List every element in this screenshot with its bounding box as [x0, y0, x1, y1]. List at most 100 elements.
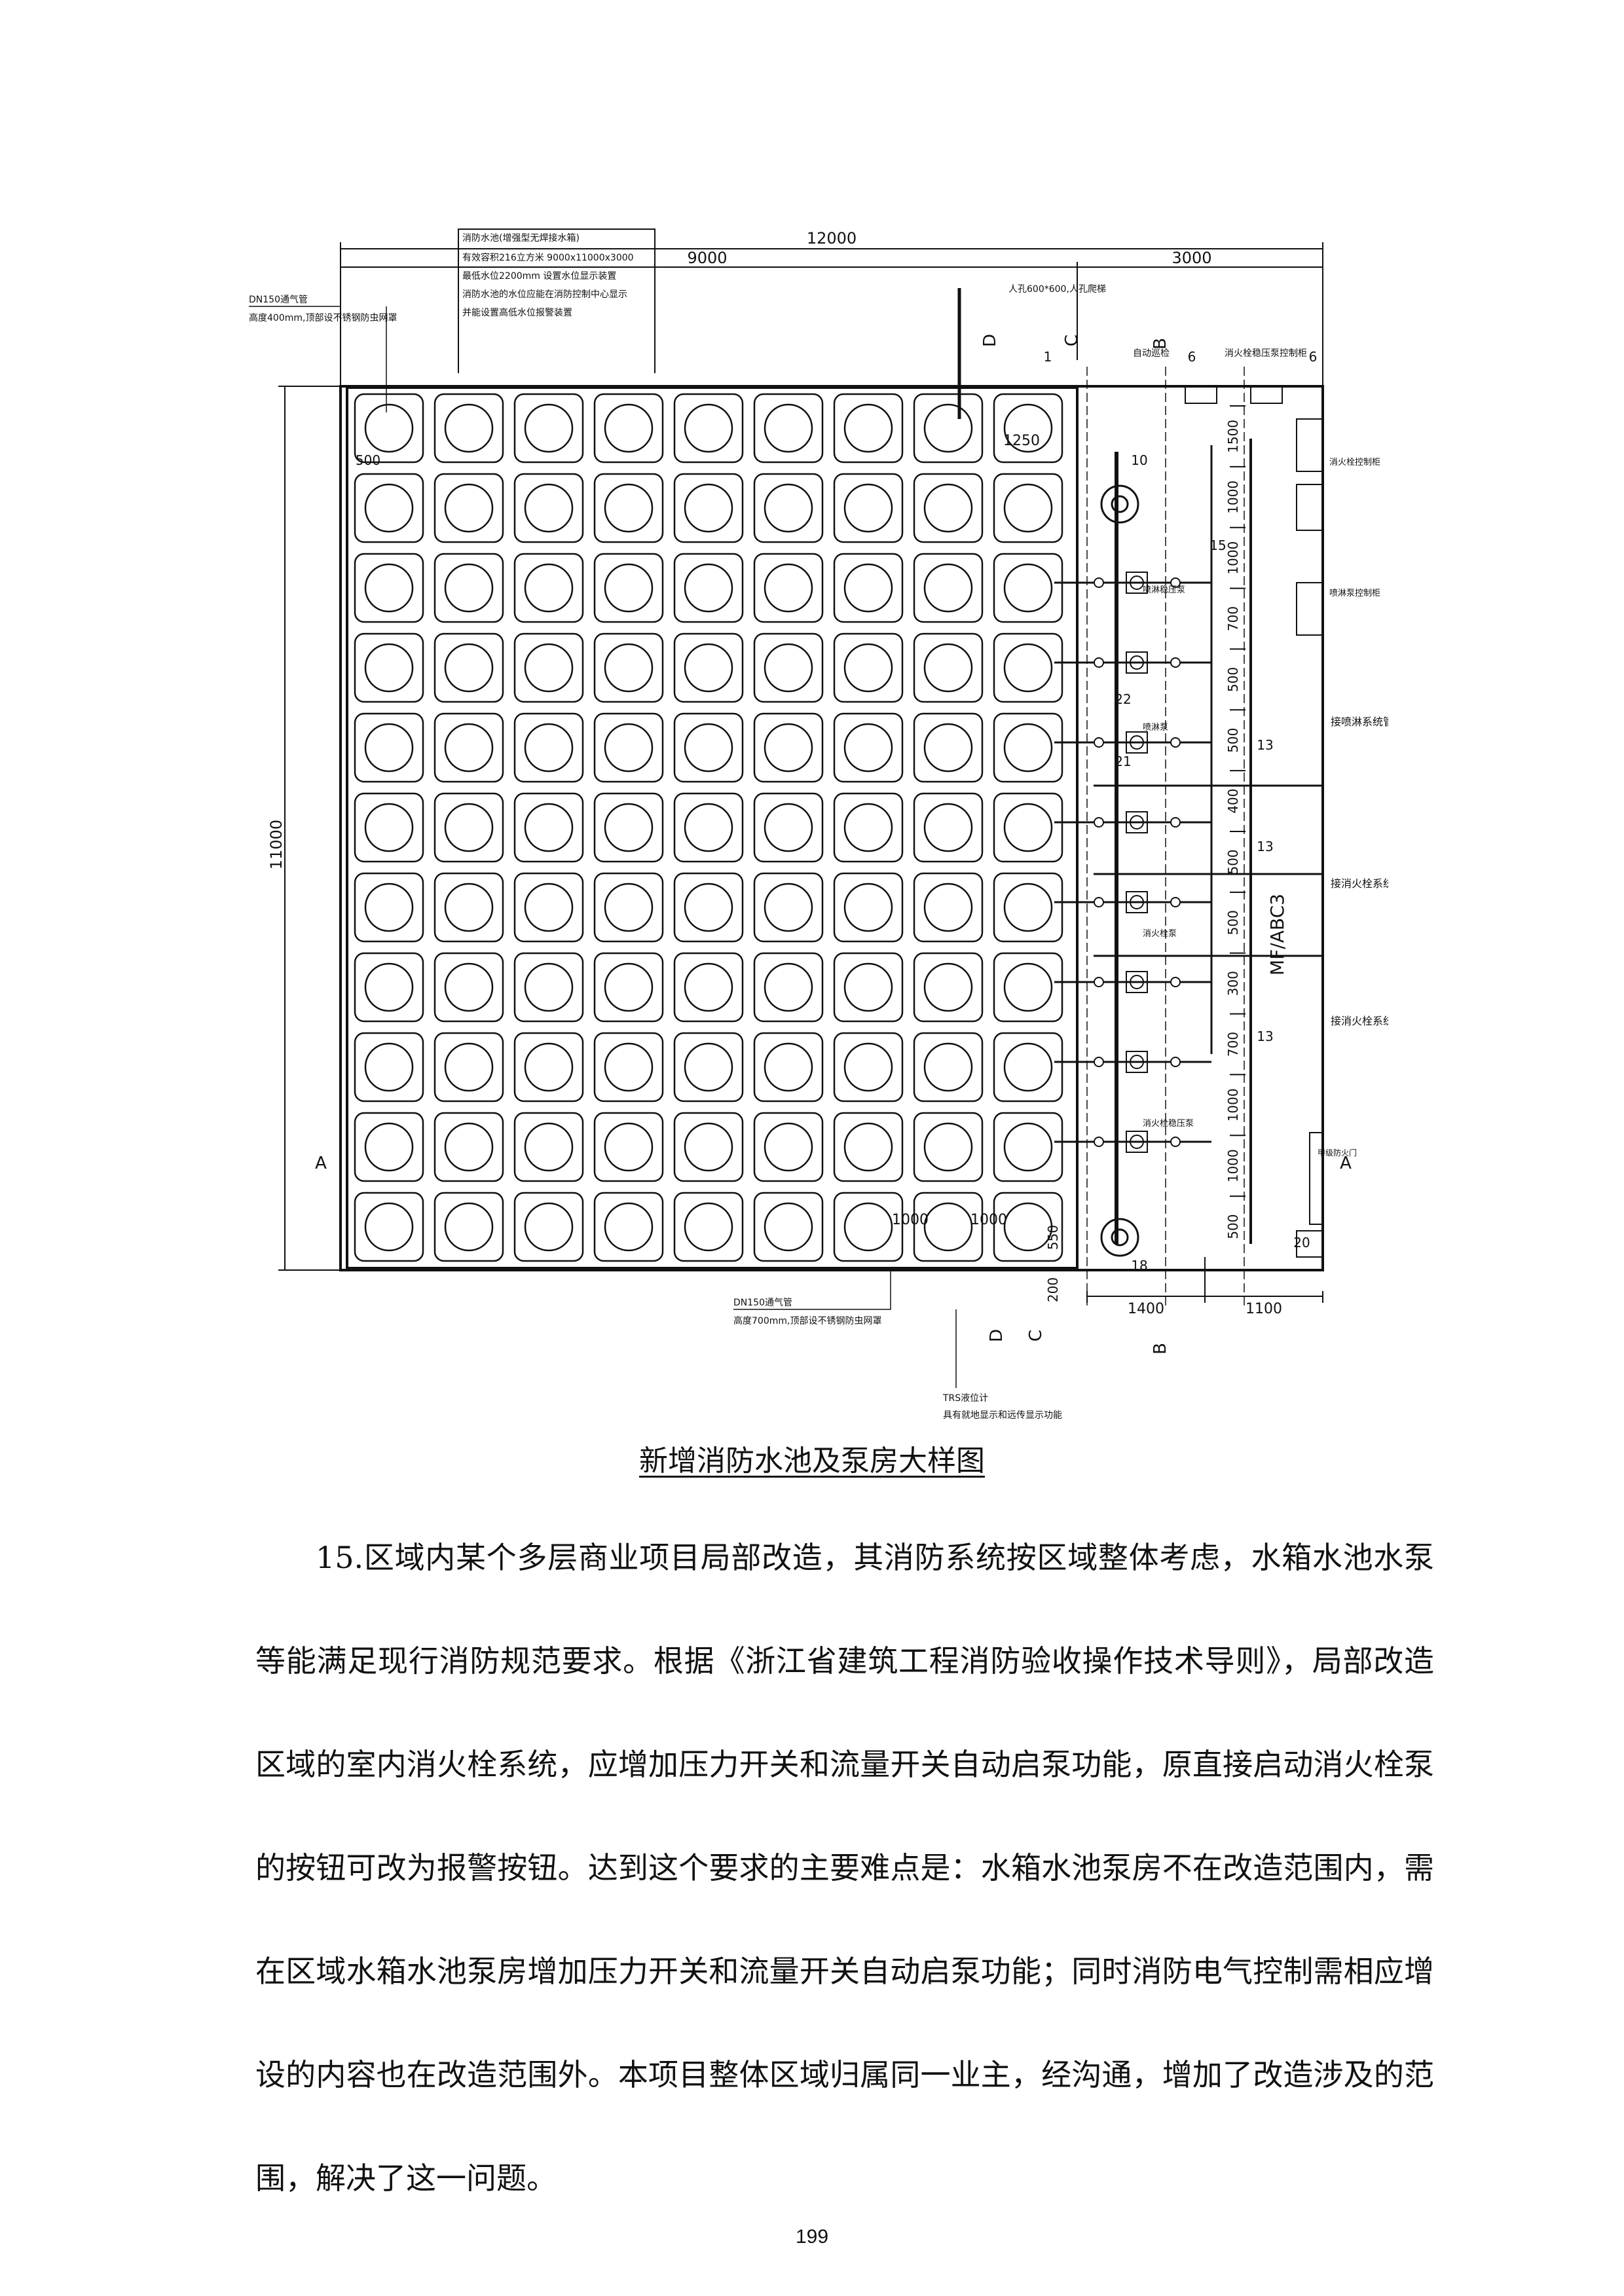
tank-module — [913, 473, 984, 543]
tank-module — [913, 1112, 984, 1182]
tank-module — [753, 792, 824, 863]
pump-unit — [1054, 1131, 1211, 1153]
dim-1000: 1000 — [970, 1212, 1007, 1228]
tank-module — [913, 712, 984, 783]
tank-module — [513, 632, 584, 703]
stack-dimension-label: 500 — [1225, 910, 1241, 935]
tank-module — [753, 473, 824, 543]
tank-module — [833, 473, 904, 543]
tank-module — [513, 393, 584, 464]
tank-module — [354, 553, 424, 623]
axis-label-c: C — [1062, 335, 1082, 346]
stack-dimension-label: 1000 — [1225, 1088, 1241, 1121]
tank-module — [513, 553, 584, 623]
pool-note-line: 并能设置高低水位报警装置 — [462, 307, 572, 318]
pump-label: 喷淋稳压泵 — [1143, 585, 1185, 595]
tank-module — [354, 952, 424, 1023]
tank-module — [993, 792, 1063, 863]
stack-dimension-label: 500 — [1225, 728, 1241, 753]
dim-1250: 1250 — [1003, 433, 1040, 449]
pump-unit — [1054, 1051, 1211, 1073]
stack-dimension-label: 1000 — [1225, 481, 1241, 514]
tank-module — [833, 952, 904, 1023]
dim-500: 500 — [356, 452, 380, 468]
pool-note-line: 消防水池的水位应能在消防控制中心显示 — [462, 289, 627, 300]
dim-pump-room-width: 3000 — [1172, 249, 1211, 267]
tank-module — [673, 712, 744, 783]
pump-unit — [1054, 731, 1211, 754]
stack-dimension-label: 700 — [1225, 606, 1241, 631]
dim-pool-width: 9000 — [687, 249, 727, 267]
tank-module — [513, 1192, 584, 1262]
trs-note: 具有就地显示和远传显示功能 — [943, 1410, 1062, 1421]
tank-module — [673, 1112, 744, 1182]
tank-module — [593, 1032, 664, 1102]
callout-10: 10 — [1131, 452, 1147, 468]
stack-dimension-label: 1000 — [1225, 1149, 1241, 1182]
pump-unit — [1054, 811, 1211, 833]
figure-caption: 新增消防水池及泵房大样图 — [639, 1444, 985, 1478]
extinguisher-label: MF/ABC3 — [1266, 894, 1288, 975]
stack-dimension-label: 1500 — [1225, 420, 1241, 453]
tank-module — [354, 712, 424, 783]
cabinet-label: 自动巡检 — [1133, 348, 1170, 359]
tank-module — [434, 473, 504, 543]
tank-module — [753, 872, 824, 943]
tank-module — [513, 473, 584, 543]
tank-module — [593, 393, 664, 464]
tank-module — [354, 632, 424, 703]
axis-label-a: A — [315, 1154, 327, 1173]
tank-module — [593, 712, 664, 783]
tank-module — [993, 1112, 1063, 1182]
vent-note-top: 高度400mm,顶部设不锈钢防虫网罩 — [249, 312, 397, 323]
tank-module — [354, 1032, 424, 1102]
tank-module — [354, 1112, 424, 1182]
tank-module — [513, 1112, 584, 1182]
tank-module — [673, 952, 744, 1023]
tank-module — [593, 632, 664, 703]
tank-module — [354, 393, 424, 464]
tank-module — [354, 792, 424, 863]
tank-module — [513, 952, 584, 1023]
tank-module — [993, 1192, 1063, 1262]
tank-module — [913, 1032, 984, 1102]
dim-pump-band-1: 1400 — [1128, 1301, 1164, 1317]
tank-module — [593, 473, 664, 543]
tank-module — [434, 1192, 504, 1262]
pipe-label: 接消火栓系统管网 — [1331, 877, 1388, 890]
vent-note-bottom: 高度700mm,顶部设不锈钢防虫网罩 — [733, 1315, 881, 1326]
tank-module — [913, 553, 984, 623]
tank-module — [833, 632, 904, 703]
tank-module — [753, 1032, 824, 1102]
tank-module — [593, 872, 664, 943]
dim-550: 550 — [1045, 1225, 1061, 1250]
tank-module — [513, 712, 584, 783]
tank-module — [993, 712, 1063, 783]
tank-module — [993, 872, 1063, 943]
tank-module — [993, 553, 1063, 623]
trs-note: TRS液位计 — [942, 1393, 988, 1404]
callout-6: 6 — [1309, 349, 1318, 365]
cabinet-label: 消火栓稳压泵控制柜 — [1225, 348, 1307, 359]
tank-module — [913, 792, 984, 863]
tank-module — [993, 952, 1063, 1023]
tank-module — [753, 952, 824, 1023]
callout-13: 13 — [1257, 839, 1273, 854]
page-number: 199 — [795, 2226, 829, 2248]
callout-20: 20 — [1293, 1235, 1310, 1250]
tank-module — [593, 553, 664, 623]
dim-1000: 1000 — [892, 1212, 929, 1228]
tank-module — [434, 792, 504, 863]
tank-module — [354, 473, 424, 543]
fire-pool-pump-room-drawing: 1500100010007005005004005005003007001000… — [249, 228, 1388, 1421]
tank-module — [593, 1112, 664, 1182]
tank-module — [833, 1192, 904, 1262]
pump-label: 消火栓稳压泵 — [1143, 1118, 1194, 1129]
tank-module — [354, 872, 424, 943]
stack-dimension-label: 700 — [1225, 1032, 1241, 1057]
callout-13: 13 — [1257, 737, 1273, 753]
dim-pool-height: 11000 — [267, 820, 286, 869]
callout-15: 15 — [1209, 538, 1226, 553]
stack-dimension-label: 400 — [1225, 788, 1241, 813]
pool-note-line: 有效容积216立方米 9000x11000x3000 — [462, 252, 634, 263]
